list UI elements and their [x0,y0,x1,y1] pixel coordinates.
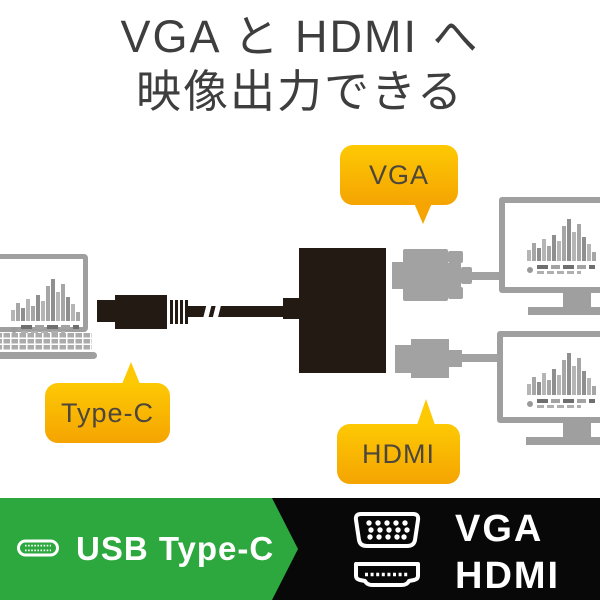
usb-type-c-plug-tip [97,300,116,322]
chart-caption [527,265,596,274]
hdmi-connector-tip [395,345,411,373]
monitor-hdmi [497,331,600,423]
callout-hdmi-label: HDMI [362,438,435,469]
connector-legend-bar: USB Type-C VGA HDMI [0,498,600,600]
adapter-body [299,248,386,373]
input-arrow [0,498,298,600]
bullet-icon [527,400,533,407]
monitor-stand-base [528,307,600,315]
hdmi-connector-boot [449,350,462,367]
chart-bars [11,277,80,321]
callout-hdmi: HDMI [337,424,460,484]
vga-port-icon [353,512,421,548]
title-line-1: VGA と HDMI へ [120,11,480,62]
laptop-keyboard [0,333,92,351]
input-connector-label: USB Type-C [76,530,275,567]
usb-type-c-plug-body [115,295,167,329]
chart-caption [527,399,596,408]
adapter-cable-stub [283,298,300,319]
vga-connector-body [403,249,448,301]
callout-hdmi-tail [417,399,435,425]
title-line-2: 映像出力できる [135,65,465,117]
usb-type-c-plug-grip [168,300,188,324]
vga-screw-bottom [448,287,463,299]
callout-vga-tail [414,203,432,224]
vga-connector-tip [392,262,403,289]
bullet-icon [527,266,533,273]
vga-connector-boot [461,267,472,284]
chart-bars [527,217,596,261]
vga-output-label: VGA [455,508,544,550]
monitor-vga [499,197,600,293]
hdmi-cable [462,354,500,362]
monitor-stand-neck [563,292,591,307]
callout-typec: Type-C [45,383,170,443]
callout-typec-label: Type-C [60,397,155,428]
monitor-stand-base [526,437,600,445]
laptop-base [0,352,97,359]
chart-bars [527,351,596,395]
bullet-icon [11,326,17,333]
chart-caption [11,325,80,334]
hdmi-output-label: HDMI [455,555,561,597]
usb-type-c-port-icon [17,539,59,557]
adapter-cable [187,306,285,317]
page-title: VGA と HDMI へ 映像出力できる [0,10,600,120]
callout-typec-tail [122,362,140,384]
hdmi-port-icon [354,562,420,587]
vga-cable [472,272,502,280]
monitor-screen-chart [527,351,596,408]
laptop-screen [0,254,88,334]
callout-vga-label: VGA [368,159,430,190]
laptop-screen-chart [11,277,80,334]
hdmi-connector-body [411,339,449,378]
vga-connector-back [448,263,461,288]
monitor-stand-neck [563,422,591,437]
vga-screw-top [448,251,463,263]
callout-vga: VGA [340,145,458,205]
monitor-screen-chart [527,217,596,274]
